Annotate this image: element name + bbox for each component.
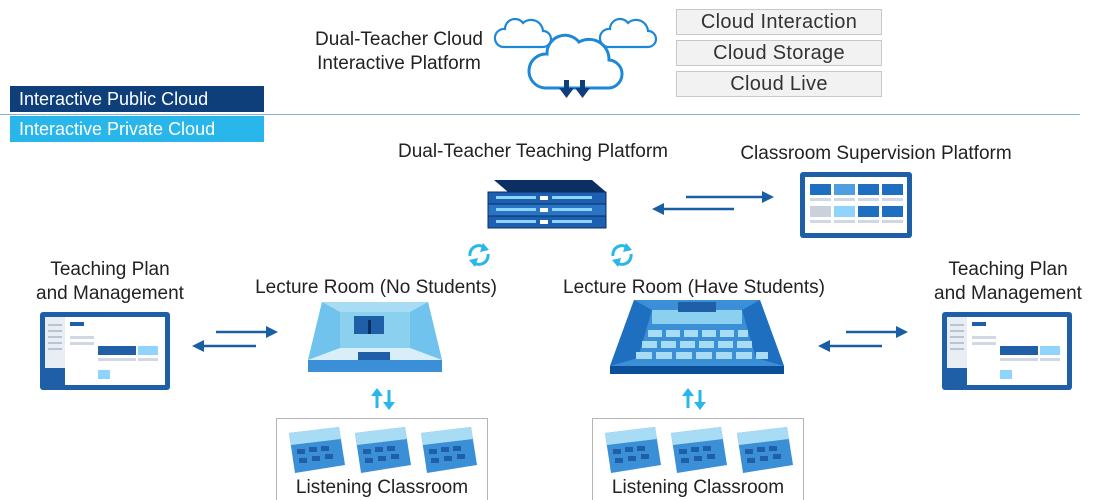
left-plan-screen-icon — [40, 312, 170, 390]
cloud-platform-label-line1: Dual-Teacher Cloud — [315, 29, 483, 50]
right-plan-label-line1: Teaching Plan — [948, 259, 1068, 280]
cloud-icons — [493, 17, 658, 98]
service-cloud-interaction: Cloud Interaction — [676, 9, 882, 35]
lecture-room-students-icon — [610, 300, 784, 374]
right-vertical-arrows — [682, 388, 706, 410]
cloud-platform-label-line2: Interactive Platform — [317, 53, 481, 74]
cloud-divider — [0, 114, 1080, 115]
right-plan-lecture-arrows — [818, 326, 908, 352]
classroom-icon — [671, 427, 727, 473]
small-cloud-right-icon — [598, 17, 658, 49]
right-listening-classroom-label: Listening Classroom — [611, 477, 785, 498]
right-plan-screen-icon — [942, 312, 1072, 390]
right-plan-label: Teaching Plan and Management — [918, 258, 1094, 306]
supervision-screen-icon — [800, 172, 912, 238]
left-lecture-room-label: Lecture Room (No Students) — [255, 277, 497, 298]
left-plan-label-line2: and Management — [36, 283, 184, 304]
left-plan-lecture-arrows — [192, 326, 278, 352]
left-plan-label-line1: Teaching Plan — [50, 259, 170, 280]
server-supervision-arrows — [652, 191, 774, 215]
legend-public-cloud: Interactive Public Cloud — [10, 86, 264, 112]
classroom-icon — [289, 427, 345, 473]
download-arrows-icon — [559, 80, 590, 98]
left-plan-label: Teaching Plan and Management — [20, 258, 200, 306]
right-listening-classrooms-icon — [605, 427, 793, 473]
service-cloud-storage: Cloud Storage — [676, 40, 882, 66]
teaching-platform-label: Dual-Teacher Teaching Platform — [397, 141, 668, 162]
sync-left-icon — [468, 243, 490, 267]
right-lecture-room-label: Lecture Room (Have Students) — [563, 277, 825, 298]
left-listening-classrooms-icon — [289, 427, 477, 473]
classroom-icon — [421, 427, 477, 473]
classroom-icon — [737, 427, 793, 473]
main-cloud-icon — [527, 33, 624, 90]
left-vertical-arrows — [371, 388, 395, 410]
lecture-room-empty-icon — [308, 302, 442, 372]
service-cloud-live: Cloud Live — [676, 71, 882, 97]
left-listening-classroom-box: Listening Classroom — [276, 418, 488, 500]
server-icon — [487, 180, 607, 229]
cloud-platform-label: Dual-Teacher Cloud Interactive Platform — [296, 28, 502, 76]
small-cloud-left-icon — [493, 17, 553, 49]
classroom-icon — [605, 427, 661, 473]
classroom-icon — [355, 427, 411, 473]
supervision-platform-label: Classroom Supervision Platform — [740, 143, 1012, 164]
left-listening-classroom-label: Listening Classroom — [295, 477, 469, 498]
sync-right-icon — [611, 243, 633, 267]
right-plan-label-line2: and Management — [934, 283, 1082, 304]
right-listening-classroom-box: Listening Classroom — [592, 418, 804, 500]
legend-private-cloud: Interactive Private Cloud — [10, 116, 264, 142]
